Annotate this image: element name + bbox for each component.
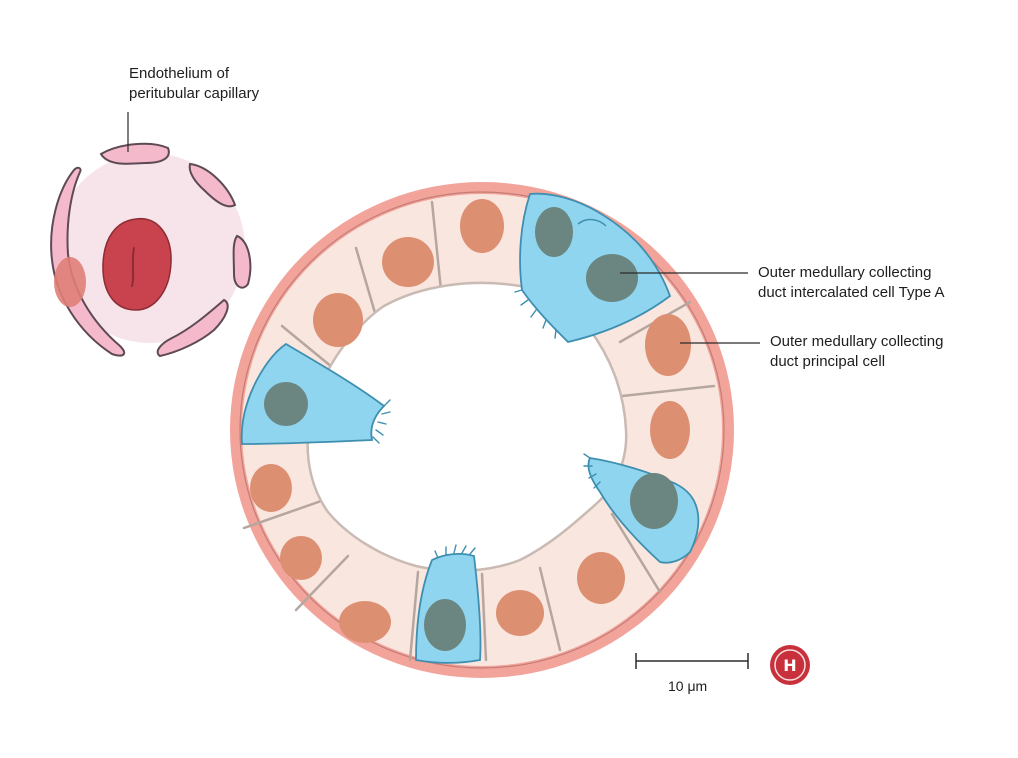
label-intercalated-cell: Outer medullary collecting duct intercal…	[758, 263, 945, 303]
label-principal-line1: Outer medullary collecting	[770, 333, 944, 350]
logo-ring	[774, 649, 806, 681]
endothelial-cell	[99, 142, 170, 165]
leader-lines	[127, 112, 760, 344]
intercalated-cell-nucleus	[586, 254, 638, 302]
scale-bar-label: 10 μm	[668, 678, 708, 694]
label-endothelium-line2: peritubular capillary	[129, 85, 260, 102]
intercalated-cell-nucleus	[264, 382, 308, 426]
logo-letter: H	[783, 656, 796, 675]
principal-cell-nuclei	[250, 199, 691, 643]
label-intercalated-line2: duct intercalated cell Type A	[758, 284, 945, 301]
endothelial-cell	[156, 298, 229, 358]
intercalated-cell-nucleus	[424, 599, 466, 651]
logo-badge: H	[770, 645, 810, 685]
scale-bar	[635, 653, 749, 669]
endothelial-cell	[188, 162, 237, 208]
intercalated-cell-nucleus	[535, 207, 573, 257]
label-principal-cell: Outer medullary collecting duct principa…	[770, 332, 943, 372]
collecting-duct-tubule	[230, 182, 734, 678]
endothelial-cell	[50, 166, 126, 357]
intercalated-cell-border	[577, 218, 607, 227]
endothelial-nucleus	[54, 257, 86, 307]
label-intercalated-line1: Outer medullary collecting	[758, 264, 932, 281]
peritubular-capillary	[50, 142, 252, 358]
intercalated-cells	[240, 192, 700, 664]
apical-microvilli	[372, 289, 601, 559]
label-principal-line2: duct principal cell	[770, 353, 886, 370]
label-endothelium: Endothelium of peritubular capillary	[129, 64, 259, 104]
red-blood-cell-fold	[131, 247, 135, 287]
label-endothelium-line1: Endothelium of	[129, 65, 230, 82]
red-blood-cell	[102, 218, 172, 311]
intercalated-cell-nucleus	[630, 473, 678, 529]
basement-membrane-edge	[239, 191, 725, 669]
endothelial-cell	[232, 234, 252, 289]
logo-outer	[770, 645, 810, 685]
